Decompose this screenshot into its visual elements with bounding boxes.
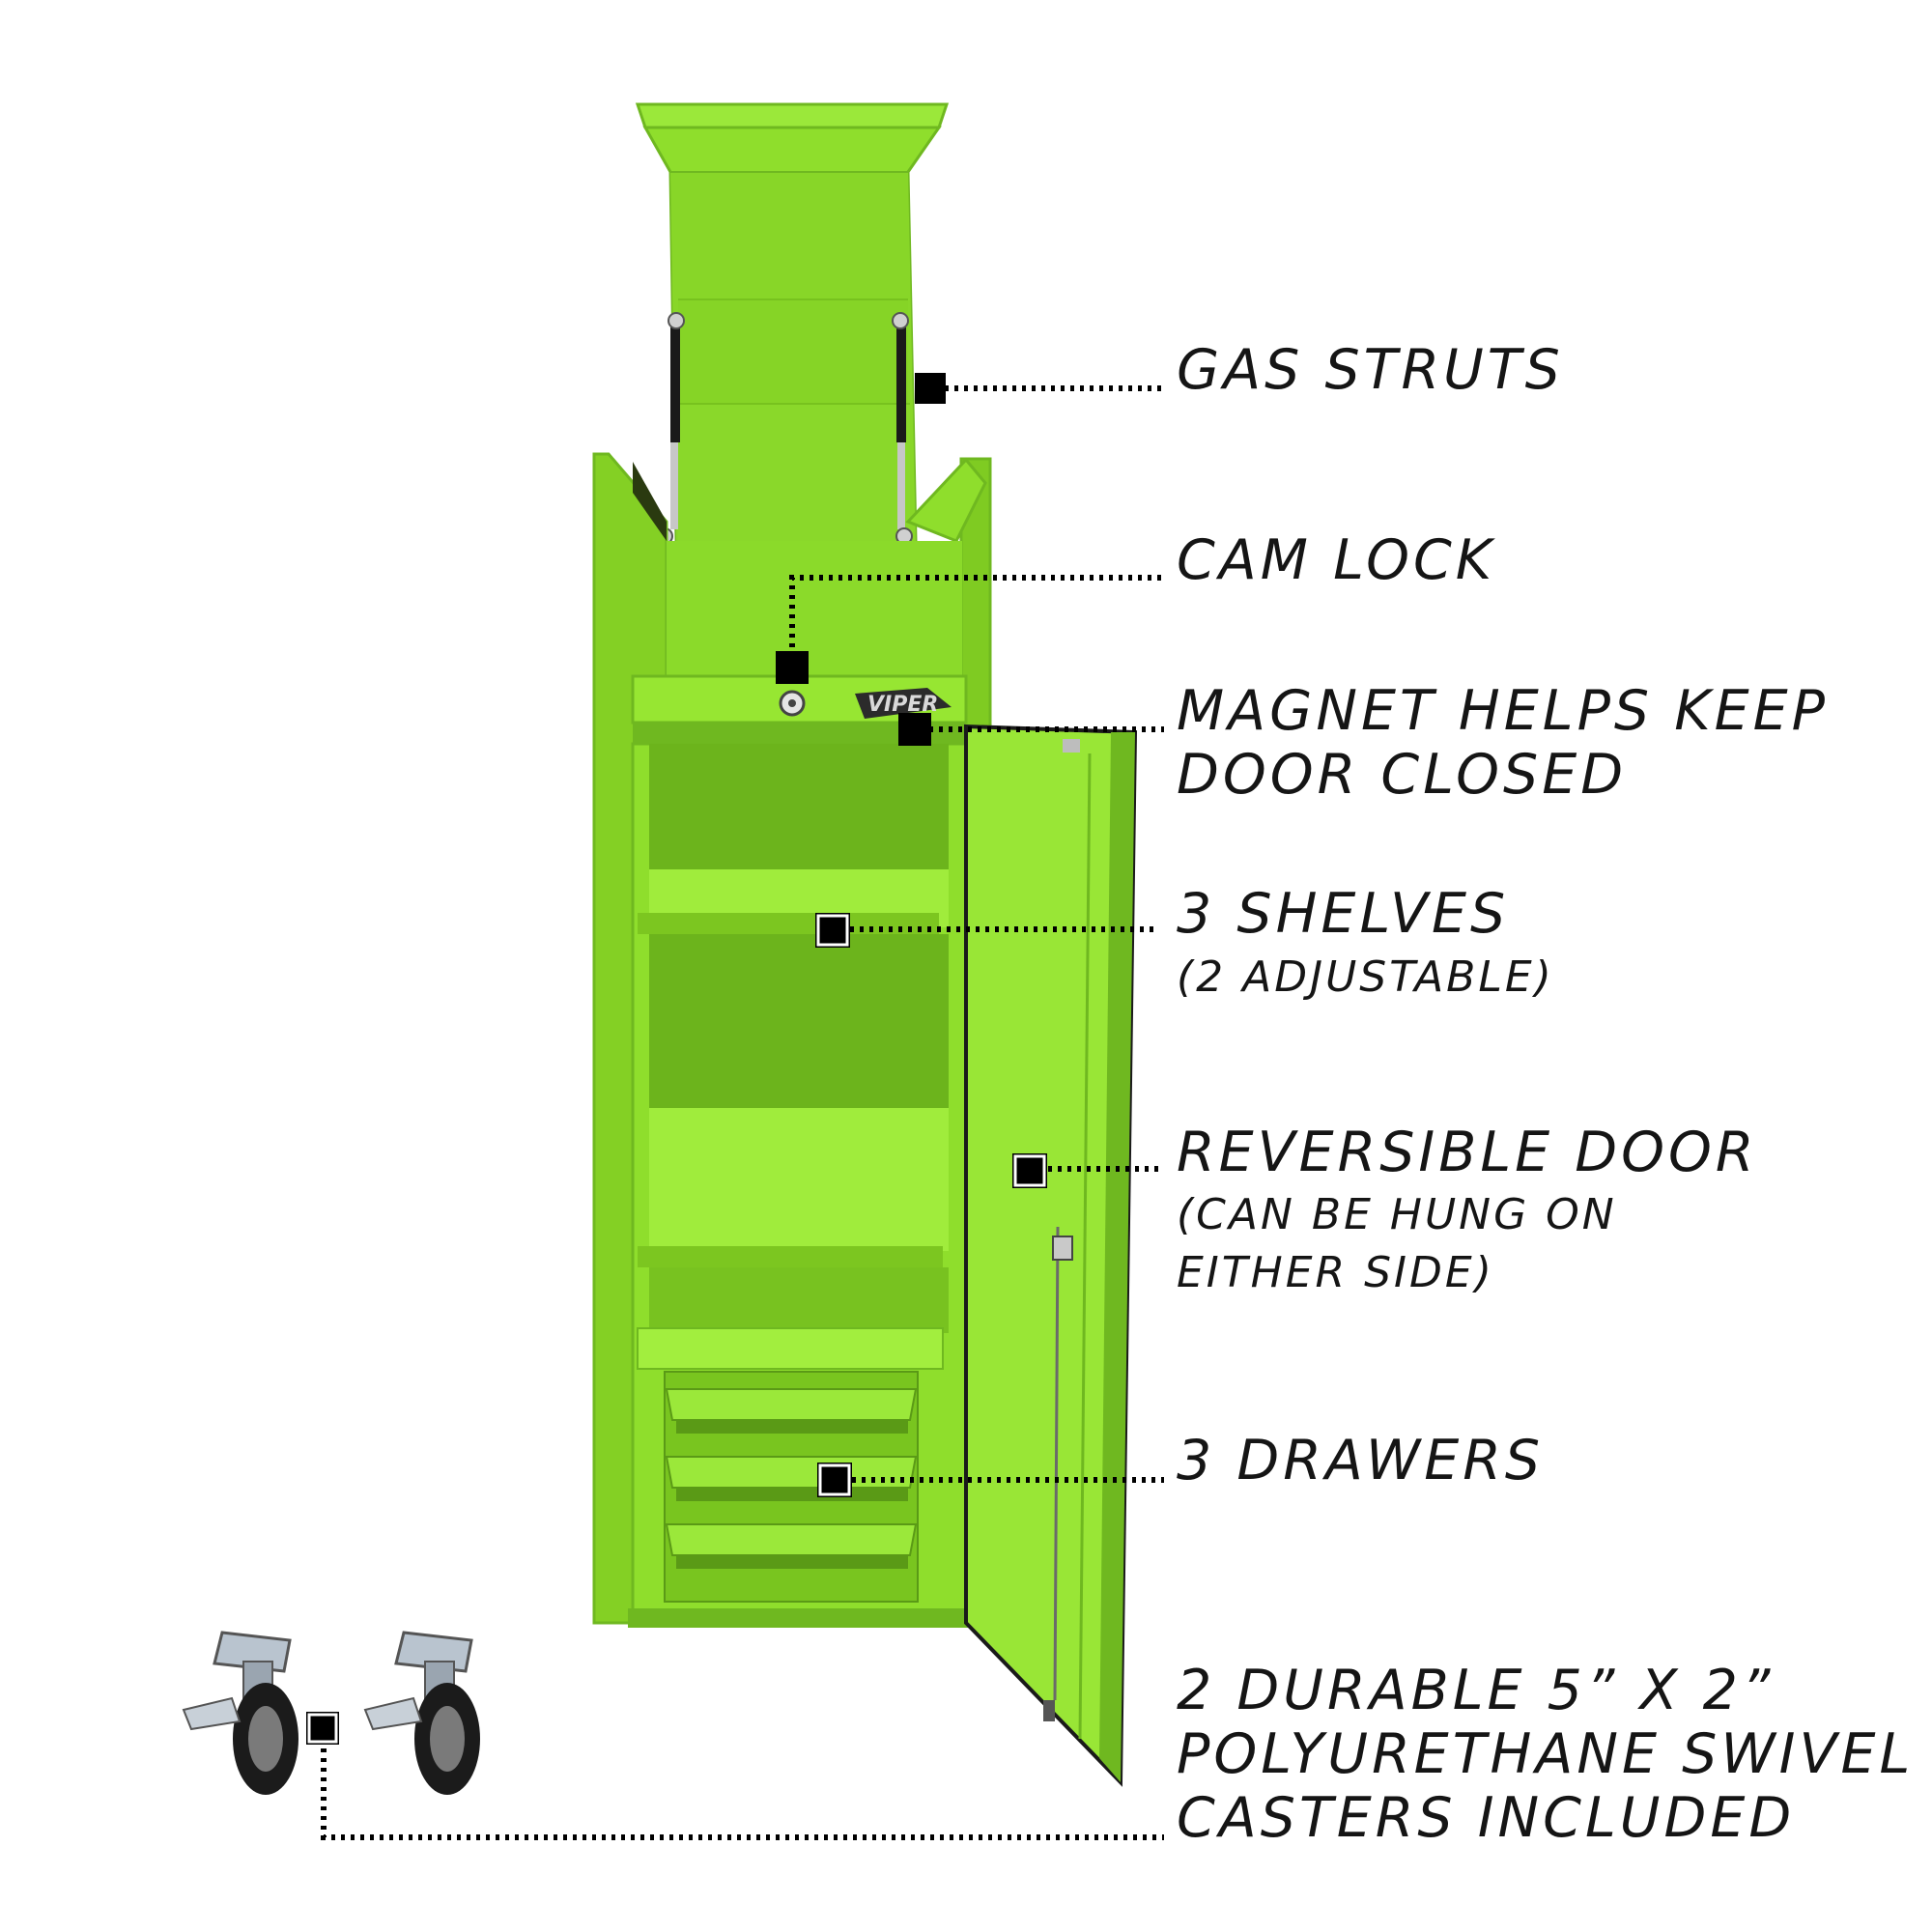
callout-marker-icon: [898, 713, 931, 746]
callout-reversible-door: REVERSIBLE DOOR: [1177, 1121, 1758, 1184]
callout-casters-line2: POLYURETHANE SWIVEL: [1177, 1722, 1915, 1786]
brand-logo: VIPER: [855, 688, 952, 719]
gas-strut-right: [892, 312, 913, 545]
callout-marker-icon: [817, 1463, 852, 1497]
callout-magnet-line2: DOOR CLOSED: [1177, 743, 1628, 807]
caster-icon: [182, 1631, 298, 1795]
callout-markers: [306, 373, 1047, 1745]
callout-marker-icon: [776, 651, 809, 684]
callout-gas-struts: GAS STRUTS: [1177, 338, 1564, 402]
brand-logo-text: VIPER: [867, 693, 938, 717]
callout-shelves-note: (2 ADJUSTABLE): [1177, 952, 1554, 1002]
callout-door-note1: (CAN BE HUNG ON: [1177, 1190, 1617, 1239]
callout-cam-lock: CAM LOCK: [1177, 528, 1496, 592]
callout-casters-line3: CASTERS INCLUDED: [1177, 1786, 1796, 1850]
cabinet-lid: [635, 102, 950, 543]
callout-casters-line1: 2 DURABLE 5” X 2”: [1177, 1659, 1775, 1722]
callout-shelves: 3 SHELVES: [1177, 882, 1510, 946]
drawer-stack: [664, 1371, 919, 1603]
callout-marker-icon: [915, 373, 946, 404]
cabinet-door: [964, 724, 1138, 1787]
callout-drawers: 3 DRAWERS: [1177, 1429, 1545, 1492]
callout-leaders: [321, 385, 1164, 1840]
callout-magnet-line1: MAGNET HELPS KEEP: [1177, 679, 1830, 743]
callout-marker-icon: [1012, 1153, 1047, 1188]
callout-marker-icon: [815, 913, 850, 948]
callout-door-note2: EITHER SIDE): [1177, 1248, 1494, 1297]
caster-icon: [363, 1631, 480, 1795]
callout-marker-icon: [306, 1712, 339, 1745]
tool-cabinet: VIPER: [592, 102, 1138, 1787]
